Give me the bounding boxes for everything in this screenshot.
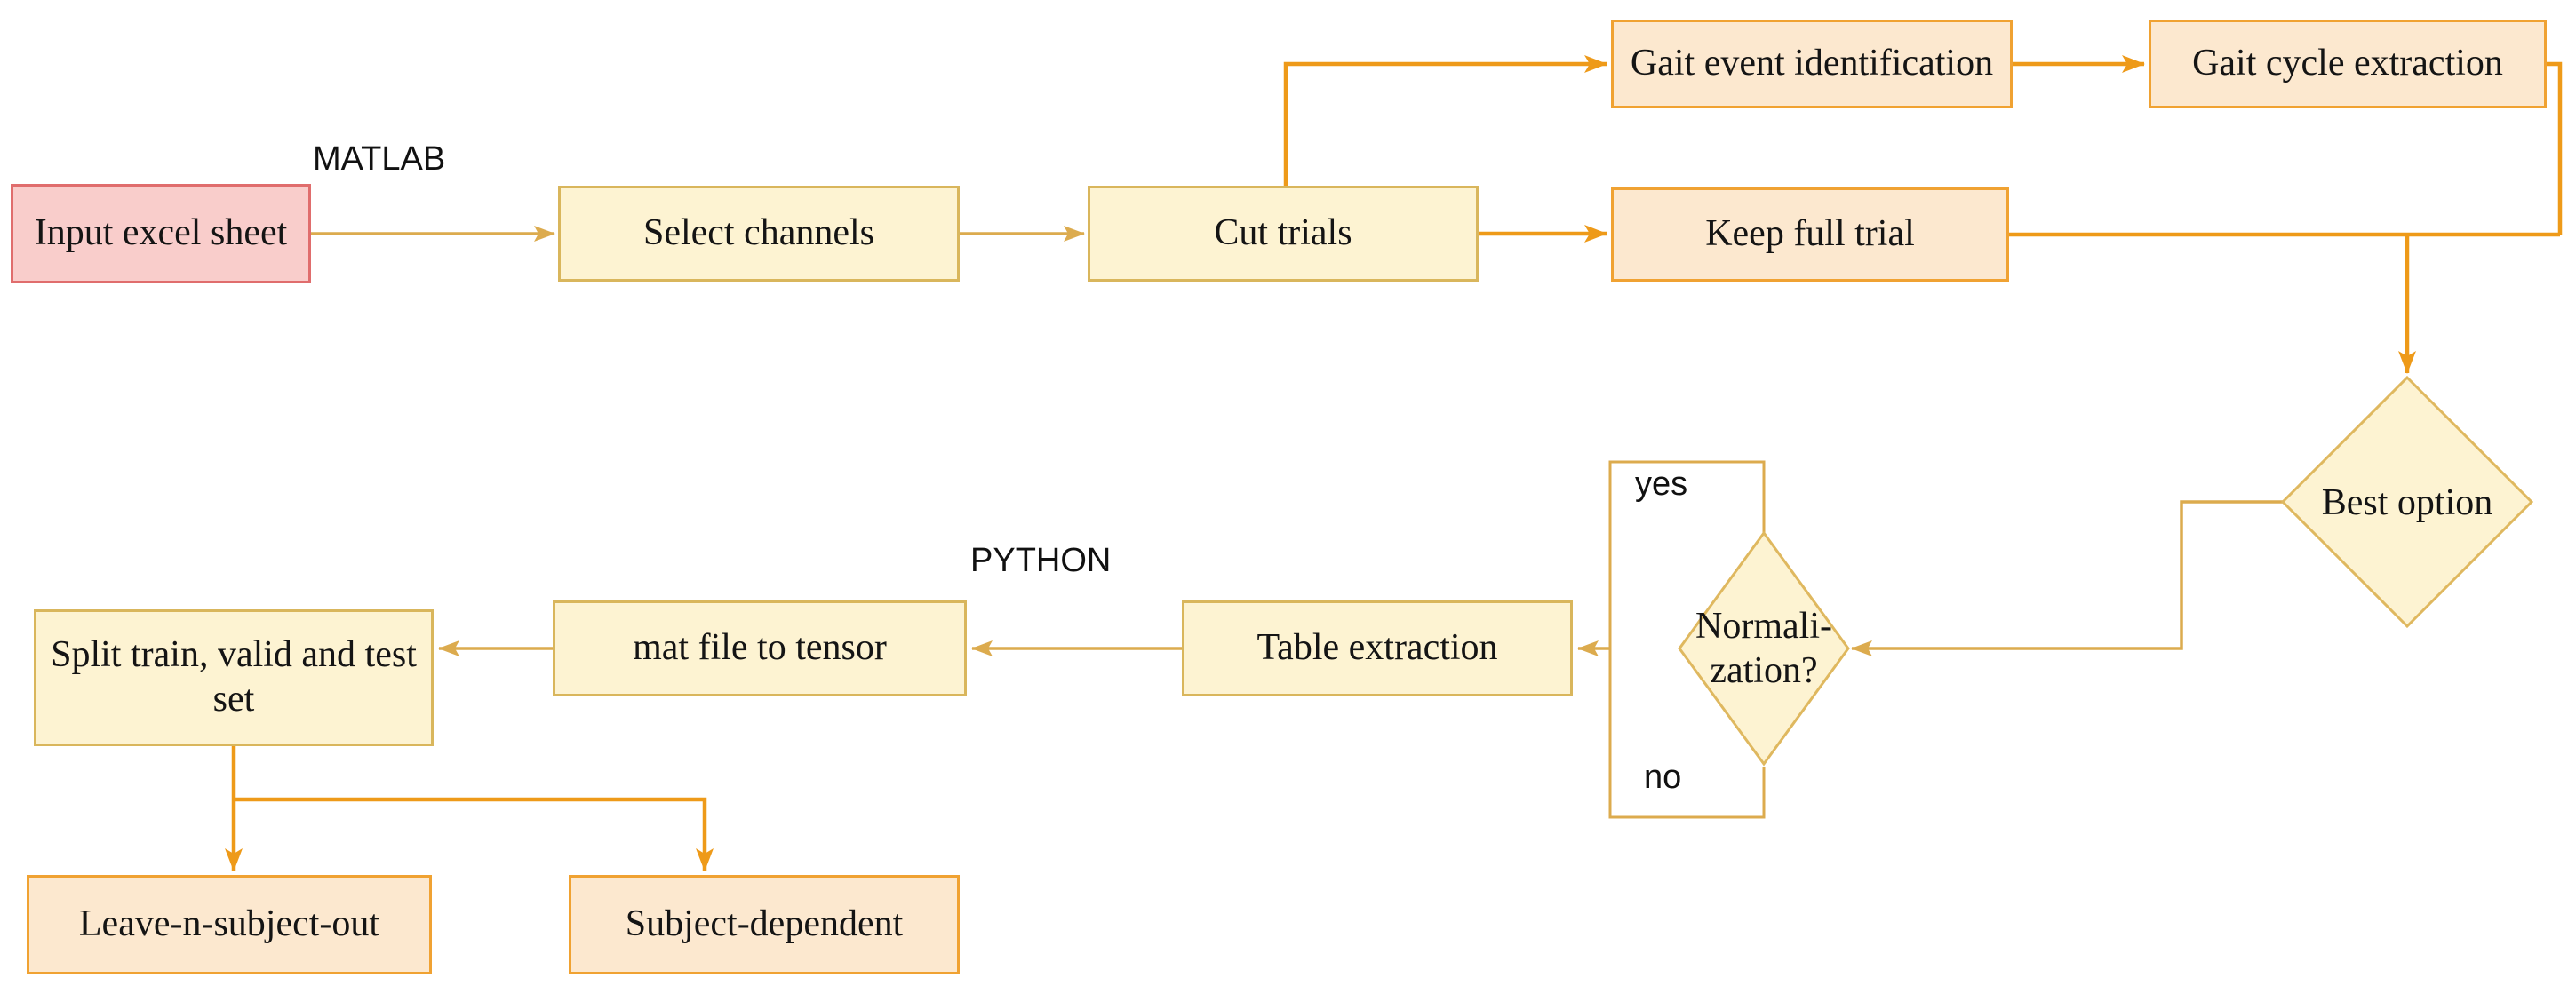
- node-input-excel-sheet: Input excel sheet: [11, 184, 311, 283]
- connector-cut-to-gaitevent: [1283, 55, 1607, 186]
- matlab-stage-label: MATLAB: [313, 140, 446, 178]
- best-option-diamond: [2280, 375, 2534, 629]
- node-table-extraction: Table extraction: [1182, 600, 1573, 696]
- connector-split-to-subject: [234, 797, 714, 871]
- best-option-label: Best option: [2321, 481, 2493, 523]
- connector-gaitcycle-down: [2547, 61, 2563, 235]
- node-gait-event-identification: Gait event identification: [1611, 20, 2013, 108]
- node-leave-n-subject-out: Leave-n-subject-out: [27, 875, 432, 974]
- node-cut-trials: Cut trials: [1088, 186, 1479, 282]
- node-select-channels: Select channels: [558, 186, 960, 282]
- python-stage-label: PYTHON: [970, 542, 1112, 579]
- yes-branch-label: yes: [1635, 465, 1688, 503]
- no-branch-label: no: [1644, 759, 1682, 796]
- node-subject-dependent: Subject-dependent: [569, 875, 960, 974]
- node-keep-full-trial: Keep full trial: [1611, 187, 2009, 282]
- connector-best-to-normalization: [1851, 500, 2283, 656]
- connector-normalization-yes-no-loop: [1608, 460, 1766, 819]
- normalization-label-text: Normali- zation?: [1695, 605, 1832, 691]
- node-mat-file-to-tensor: mat file to tensor: [553, 600, 967, 696]
- node-split-train-valid-test: Split train, valid and test set: [34, 609, 434, 746]
- node-gait-cycle-extraction: Gait cycle extraction: [2149, 20, 2547, 108]
- normalization-diamond: [1678, 530, 1850, 767]
- normalization-label: Normali- zation?: [1669, 590, 1859, 707]
